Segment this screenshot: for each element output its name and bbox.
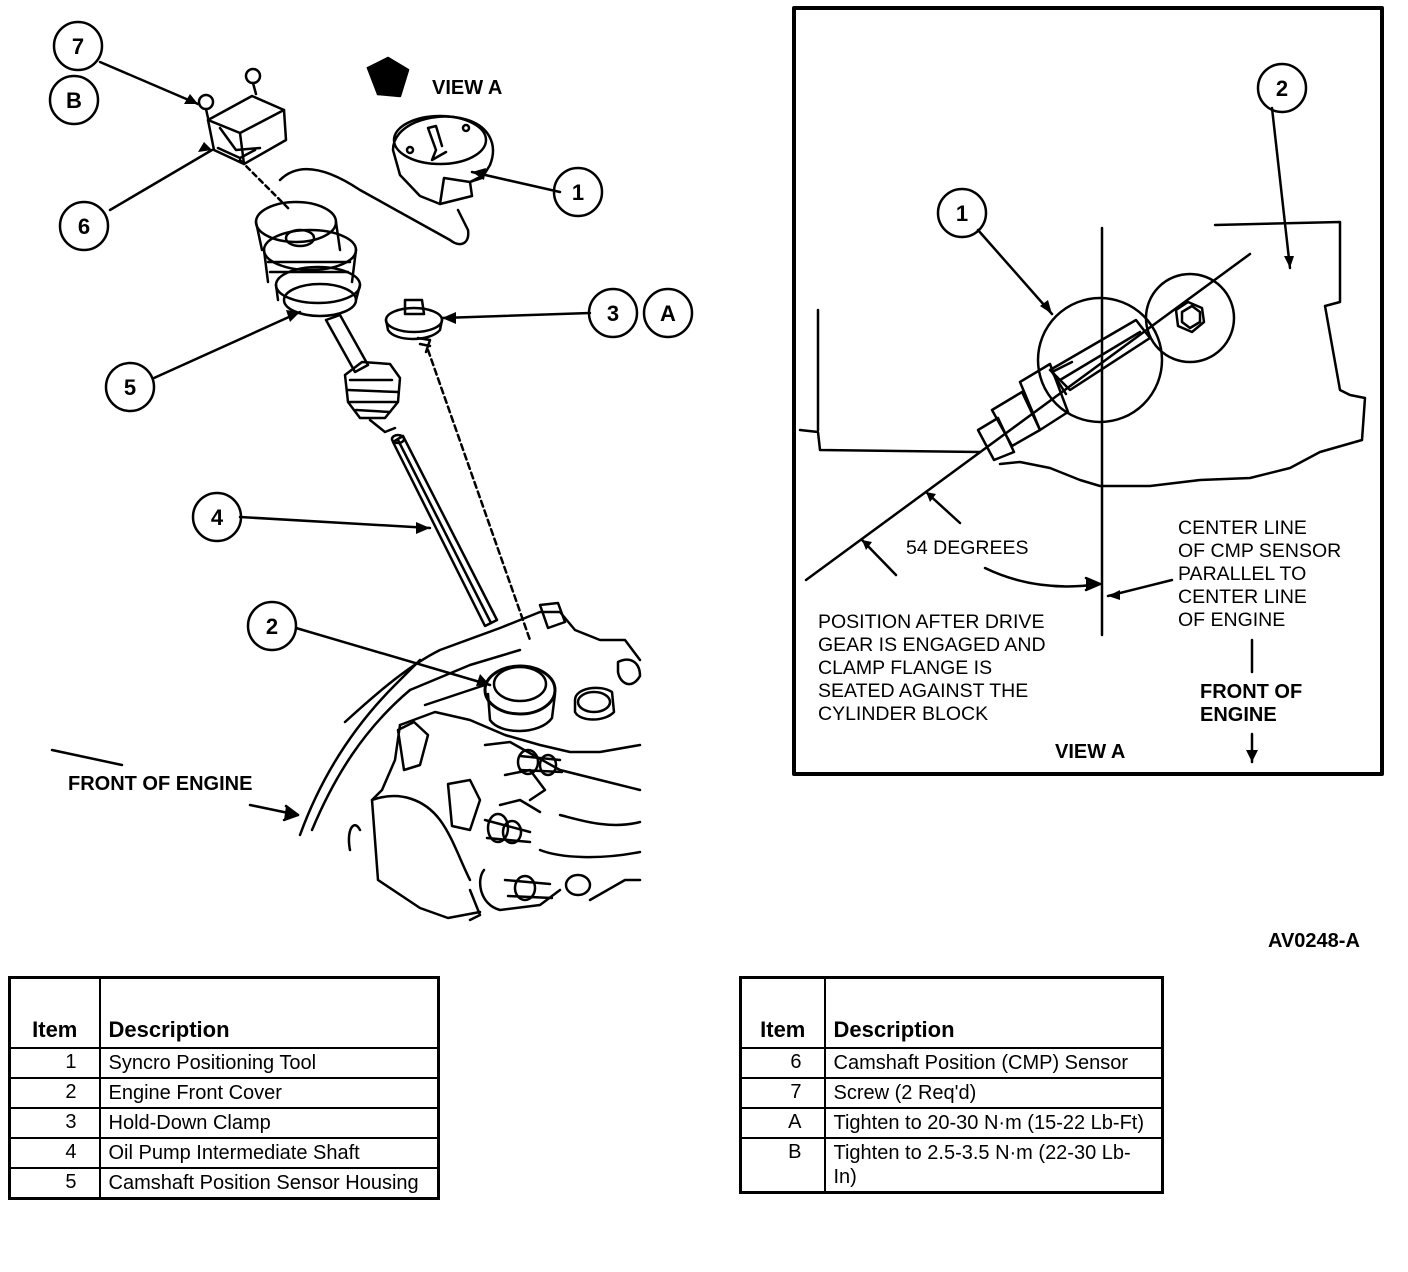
legend-item-number: 3 [8, 1107, 101, 1139]
legend-item-number: 2 [8, 1077, 101, 1109]
front-of-engine-label: FRONT OF ENGINE [68, 773, 252, 795]
legend-header-row: Item Description [8, 976, 440, 1049]
legend-item-description: Hold-Down Clamp [98, 1107, 440, 1139]
inset-callout-2: 2 [1276, 76, 1288, 101]
position-after-note-line: CLAMP FLANGE IS [818, 657, 992, 679]
leader-lines [98, 60, 592, 687]
legend-row: 4 Oil Pump Intermediate Shaft [8, 1137, 440, 1169]
part-code: AV0248-A [1268, 930, 1360, 952]
inset-callout-1: 1 [956, 201, 968, 226]
syncro-positioning-tool-drawing [391, 114, 495, 206]
legend-row: 3 Hold-Down Clamp [8, 1107, 440, 1139]
legend-item-description: Tighten to 2.5-3.5 N·m (22-30 Lb-In) [823, 1137, 1164, 1194]
hold-down-clamp-drawing [384, 298, 532, 642]
inset-front-of-engine-label: FRONT OF ENGINE [1200, 681, 1302, 726]
view-a-pointer-label: VIEW A [432, 77, 502, 99]
position-after-note-line: SEATED AGAINST THE [818, 680, 1028, 702]
position-after-note-line: CYLINDER BLOCK [818, 703, 988, 725]
position-after-note-line: POSITION AFTER DRIVE [818, 611, 1044, 633]
legend-row: B Tighten to 2.5-3.5 N·m (22-30 Lb-In) [739, 1137, 1164, 1194]
legend-item-description: Camshaft Position (CMP) Sensor [823, 1047, 1164, 1079]
legend-row: A Tighten to 20-30 N·m (15-22 Lb-Ft) [739, 1107, 1164, 1139]
position-after-note: POSITION AFTER DRIVE GEAR IS ENGAGED AND… [818, 611, 1046, 725]
angle-label: 54 DEGREES [906, 537, 1028, 559]
callout-4: 4 [211, 505, 224, 530]
center-line-note-line: OF CMP SENSOR [1178, 540, 1341, 562]
position-after-note-line: GEAR IS ENGAGED AND [818, 634, 1046, 656]
legend-row: 5 Camshaft Position Sensor Housing [8, 1167, 440, 1200]
legend-item-description: Screw (2 Req'd) [823, 1077, 1164, 1109]
legend-header-item: Item [739, 976, 826, 1049]
callout-2: 2 [266, 614, 278, 639]
legend-item-number: 6 [739, 1047, 826, 1079]
center-line-note-line: CENTER LINE [1178, 517, 1307, 539]
callout-5: 5 [124, 375, 136, 400]
view-a-arrow [366, 56, 410, 98]
legend-item-description: Engine Front Cover [98, 1077, 440, 1109]
legend-item-description: Oil Pump Intermediate Shaft [98, 1137, 440, 1169]
legend-header-item: Item [8, 976, 101, 1049]
legend-header-row: Item Description [739, 976, 1164, 1049]
legend-item-description: Tighten to 20-30 N·m (15-22 Lb-Ft) [823, 1107, 1164, 1139]
cmp-sensor-housing-drawing [197, 67, 470, 434]
center-line-note-line: OF ENGINE [1178, 609, 1285, 631]
cmp-installation-diagram: 7 B 6 1 3 A 5 4 2 1 2 VIEW A FRONT OF EN… [48, 6, 1384, 922]
callout-6: 6 [78, 214, 90, 239]
legend-item-number: A [739, 1107, 826, 1139]
legend-row: 2 Engine Front Cover [8, 1077, 440, 1109]
inset-view-title: VIEW A [1055, 741, 1125, 763]
inset-front-of-engine-line: ENGINE [1200, 704, 1277, 726]
legend-item-number: 5 [8, 1167, 101, 1200]
legend-row: 1 Syncro Positioning Tool [8, 1047, 440, 1079]
center-line-note-line: CENTER LINE [1178, 586, 1307, 608]
callout-1: 1 [572, 180, 584, 205]
legend-item-number: 4 [8, 1137, 101, 1169]
legend-table-right: Item Description 6 Camshaft Position (CM… [739, 976, 1164, 1194]
oil-pump-intermediate-shaft-drawing [390, 433, 499, 628]
callout-3: 3 [607, 301, 619, 326]
callout-b: B [66, 88, 82, 113]
legend-item-description: Syncro Positioning Tool [98, 1047, 440, 1079]
engine-block-drawing [298, 601, 642, 922]
callout-7: 7 [72, 34, 84, 59]
legend-item-number: 7 [739, 1077, 826, 1109]
center-line-note-line: PARALLEL TO [1178, 563, 1306, 585]
callout-a: A [660, 301, 676, 326]
legend-item-description: Camshaft Position Sensor Housing [98, 1167, 440, 1200]
legend-item-number: B [739, 1137, 826, 1194]
view-a-inset [792, 6, 1384, 776]
legend-item-number: 1 [8, 1047, 101, 1079]
legend-header-description: Description [98, 976, 440, 1049]
inset-front-of-engine-line: FRONT OF [1200, 681, 1302, 703]
legend-row: 6 Camshaft Position (CMP) Sensor [739, 1047, 1164, 1079]
legend-row: 7 Screw (2 Req'd) [739, 1077, 1164, 1109]
callout-circles [48, 20, 694, 652]
center-line-note: CENTER LINE OF CMP SENSOR PARALLEL TO CE… [1178, 517, 1341, 631]
legend-table-left: Item Description 1 Syncro Positioning To… [8, 976, 440, 1200]
callout-numbers: 7 B 6 1 3 A 5 4 2 1 2 [66, 34, 1288, 639]
legend-header-description: Description [823, 976, 1164, 1049]
